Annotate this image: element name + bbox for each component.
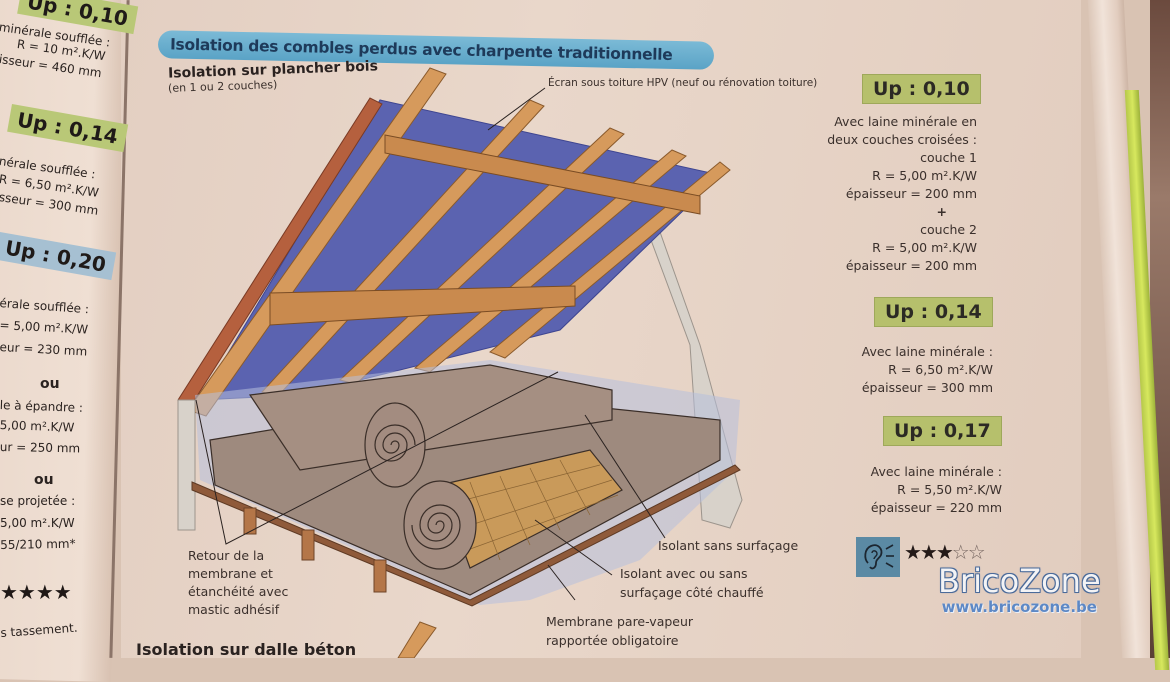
leader-lines bbox=[195, 87, 666, 601]
label-membrane-return-3: étanchéité avec bbox=[188, 584, 289, 599]
spec-block-017: Avec laine minérale : R = 5,50 m².K/W ép… bbox=[871, 463, 1002, 517]
plus-sign: + bbox=[936, 204, 947, 219]
watermark: BricoZone www.bricozone.be bbox=[938, 562, 1101, 616]
spec-line: couche 1 bbox=[920, 150, 977, 165]
spec-line: Avec laine minérale : bbox=[870, 464, 1002, 479]
spec-line: épaisseur = 200 mm bbox=[845, 258, 977, 273]
purlin-upper-icon bbox=[384, 134, 701, 215]
label-membrane-return-2: membrane et bbox=[188, 566, 273, 581]
attic-insulation-diagram bbox=[177, 67, 743, 658]
left-text-or: ou bbox=[34, 472, 54, 488]
wall-left-icon bbox=[177, 399, 196, 531]
label-faced-insulation-1: Isolant avec ou sans bbox=[620, 566, 748, 581]
spec-line: Avec laine minérale en bbox=[834, 114, 977, 129]
spec-block-010: Avec laine minérale en deux couches croi… bbox=[827, 113, 977, 275]
insulation-roll-unfaced-icon bbox=[364, 402, 426, 488]
spec-line: Avec laine minérale : bbox=[861, 344, 993, 359]
rafter-stub-icon bbox=[397, 621, 437, 658]
next-section-title: Isolation sur dalle béton bbox=[136, 640, 357, 659]
joists-icon bbox=[243, 507, 387, 593]
spec-line: R = 5,00 m².K/W bbox=[872, 168, 977, 183]
label-membrane-return-4: mastic adhésif bbox=[188, 602, 280, 617]
spec-line: épaisseur = 300 mm bbox=[861, 380, 993, 395]
spec-line: deux couches croisées : bbox=[827, 132, 977, 147]
watermark-url[interactable]: www.bricozone.be bbox=[941, 598, 1097, 616]
label-unfaced-insulation: Isolant sans surfaçage bbox=[658, 538, 799, 553]
left-text-or: ou bbox=[40, 376, 60, 392]
left-text: se projetée : bbox=[0, 494, 76, 508]
ear-icon bbox=[856, 537, 900, 577]
purlin-lower-icon bbox=[269, 285, 576, 326]
spec-line: R = 6,50 m².K/W bbox=[888, 362, 993, 377]
label-roof-screen: Écran sous toiture HPV (neuf ou rénovati… bbox=[548, 77, 818, 89]
floor-board-icon bbox=[191, 464, 741, 607]
spec-block-014: Avec laine minérale : R = 6,50 m².K/W ép… bbox=[862, 343, 993, 397]
spec-line: épaisseur = 220 mm bbox=[870, 500, 1002, 515]
label-vapor-barrier-1: Membrane pare-vapeur bbox=[546, 614, 694, 629]
label-faced-insulation-2: surfaçage côté chauffé bbox=[620, 585, 764, 600]
star-empty-icon: ☆☆ bbox=[951, 540, 986, 564]
spec-line: R = 5,50 m².K/W bbox=[897, 482, 1002, 497]
spec-line: couche 2 bbox=[920, 222, 977, 237]
left-rating-stars: ★★★★ bbox=[0, 580, 72, 604]
acoustic-rating-stars: ★★★☆☆ bbox=[904, 540, 986, 564]
label-vapor-barrier-2: rapportée obligatoire bbox=[546, 633, 679, 648]
left-text: 5,00 m².K/W bbox=[0, 516, 75, 530]
spec-line: épaisseur = 200 mm bbox=[845, 186, 977, 201]
star-filled-icon: ★★★ bbox=[904, 540, 954, 564]
up-badge-010: Up : 0,10 bbox=[862, 74, 981, 104]
watermark-brand: BricoZone bbox=[938, 562, 1101, 600]
spec-line: R = 5,00 m².K/W bbox=[872, 240, 977, 255]
rafters-icon bbox=[187, 67, 731, 417]
up-badge-017: Up : 0,17 bbox=[883, 416, 1002, 446]
label-membrane-return-1: Retour de la bbox=[188, 548, 265, 563]
up-badge-014: Up : 0,14 bbox=[874, 297, 993, 327]
